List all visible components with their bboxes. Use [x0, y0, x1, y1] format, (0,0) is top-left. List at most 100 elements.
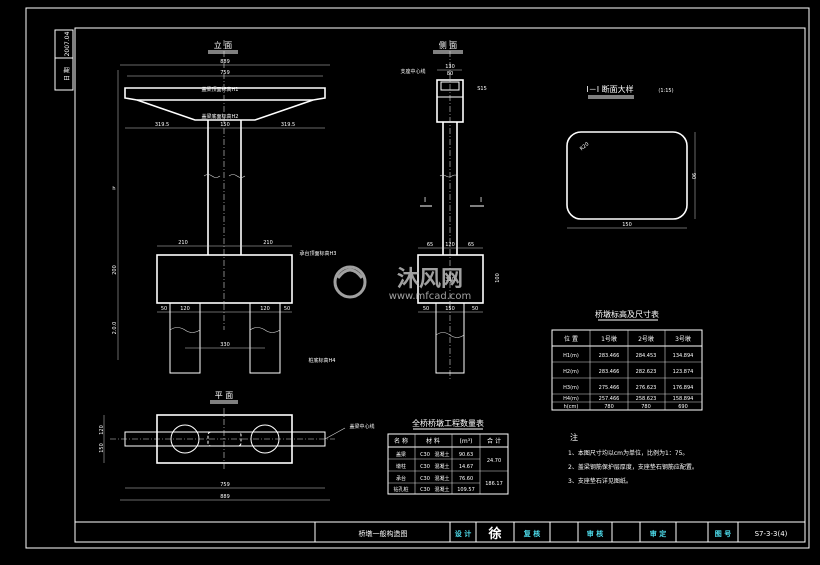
elev-dim-right-span: 319.5: [281, 122, 295, 128]
elev-table-cell: 780: [641, 404, 651, 410]
notes: 注 1、本图尺寸均以cm为单位，比例为1：75。 2、盖梁钢筋保护层厚度，支座垫…: [568, 432, 698, 485]
section-mark-left: I: [424, 196, 426, 204]
qty-table-frame: [387, 433, 509, 495]
elev-table-cell: 282.623: [636, 369, 657, 375]
cap-beam-taper: [136, 99, 314, 121]
watermark-brand: 沐风网: [397, 267, 463, 292]
side-dim-pile-r: 50: [472, 306, 478, 312]
qty-table-cell: 混凝土: [434, 463, 449, 470]
plan-dim-w1: 759: [220, 482, 230, 488]
elev-dim-cap-right: 210: [263, 240, 273, 246]
plan-dim-w2: 889: [220, 494, 230, 500]
watermark: 沐风网 www.mfcad.com: [333, 265, 472, 302]
side-pile: [435, 302, 465, 374]
section-radius: R20: [579, 141, 590, 152]
section-dim-width: 150: [622, 222, 632, 228]
qty-table-cell: 盖梁: [396, 451, 406, 458]
review-label: 复 核: [523, 529, 540, 538]
audit-label: 审 核: [587, 529, 603, 538]
elev-table-cell: H1(m): [563, 353, 579, 359]
qty-table-cell: C30: [420, 464, 430, 470]
elev-table-cell: H2(m): [563, 369, 579, 375]
qty-table-cell: 90.63: [459, 452, 473, 458]
qty-table-title: 全桥桥墩工程数量表: [412, 418, 484, 428]
elev-dim-pile-length: 2.0.0: [112, 322, 118, 335]
elevation-view: 立 面 889 759 盖梁顶面标高H1 盖梁底面标高H2 319.5 150 …: [112, 40, 337, 374]
side-dim-pile-m: 150: [445, 306, 455, 312]
notes-title: 注: [570, 432, 578, 442]
elev-dim-cap-left: 210: [178, 240, 188, 246]
elevation-title: 立 面: [214, 40, 233, 50]
note-h2: 盖梁底面标高H2: [202, 113, 239, 120]
qty-table-cell: 承台: [396, 475, 406, 482]
elev-table-cell: 258.623: [636, 396, 657, 402]
plan-dim-h2: 150: [99, 443, 105, 453]
elev-table-header: 1号墩: [601, 335, 617, 343]
elev-dim-pile-edge-l: 50: [161, 306, 167, 312]
elev-dim-h: h: [112, 186, 115, 192]
side-dim-base-right: 65: [468, 242, 474, 248]
elev-table-title: 桥墩标高及尺寸表: [595, 309, 659, 319]
side-support-label: 支座中心线: [400, 68, 425, 75]
plan-dim-h1: 120: [99, 425, 105, 435]
qty-table-cell: 混凝土: [434, 475, 449, 482]
elev-dim-pile-mid-r: 120: [260, 306, 270, 312]
drawing-name: 桥墩一般构造图: [359, 529, 408, 538]
section-mark-right: I: [480, 196, 482, 204]
qty-table-total: 186.17: [485, 481, 503, 487]
qty-table-cell: C30: [420, 452, 430, 458]
note-3: 3、支座垫石详见图纸。: [568, 477, 632, 485]
elev-dim-pile-height: 200: [112, 265, 118, 275]
elev-dim-pile-mid-l: 120: [180, 306, 190, 312]
note-1: 1、本图尺寸均以cm为单位，比例为1：75。: [568, 449, 688, 457]
side-dim-pile-l: 50: [423, 306, 429, 312]
note-h4: 桩底标高H4: [309, 357, 336, 364]
elev-dim-col: 150: [220, 122, 230, 128]
qty-table-cell: C30: [420, 487, 430, 493]
elev-table-cell: 283.466: [599, 369, 620, 375]
elev-table-cell: 284.453: [636, 353, 657, 359]
elev-dim-pile-space: 330: [220, 342, 230, 348]
section-title: I－I 断面大样: [586, 84, 633, 94]
plan-centerline-label: 盖梁中心线: [349, 423, 374, 430]
side-dim-pile-h: 330: [445, 277, 455, 283]
elev-table-cell: H4(m): [563, 396, 579, 402]
outer-border: [25, 7, 810, 549]
side-view: 侧 面 130 80 支座中心线 S15 I I 65 120 65 100 5…: [400, 40, 501, 380]
plan-title: 平 面: [215, 391, 234, 400]
qty-table-cell: 76.60: [459, 476, 473, 482]
sheet-label: 图 号: [715, 529, 731, 538]
qty-table-cell: 钻孔桩: [393, 486, 408, 493]
sheet-number: S7-3-3(4): [755, 530, 788, 538]
qty-table-header: (m³): [460, 438, 473, 445]
watermark-url: www.mfcad.com: [389, 291, 472, 302]
qty-table-total: 24.70: [487, 458, 501, 464]
elev-table-frame: [551, 329, 703, 411]
note-h1: 盖梁顶面标高H1: [202, 86, 239, 93]
elev-table-cell: 690: [678, 404, 688, 410]
section-outline: [566, 131, 688, 220]
note-2: 2、盖梁钢筋保护层厚度，支座垫石钢筋应配置。: [568, 463, 698, 471]
side-dim-base-mid: 120: [445, 242, 455, 248]
elev-table-cell: 283.466: [599, 353, 620, 359]
approve-label: 审 定: [650, 529, 666, 538]
elev-table-cell: h(cm): [564, 404, 579, 410]
elev-dim-left-span: 319.5: [155, 122, 169, 128]
watermark-logo-icon: [333, 265, 367, 299]
title-block: 桥墩一般构造图 设 计 徐 复 核 审 核 审 定 图 号 S7-3-3(4): [74, 521, 806, 543]
qty-table-cell: 14.67: [459, 464, 473, 470]
elev-table-header: 3号墩: [675, 335, 691, 343]
qty-table-header: 合 计: [487, 437, 501, 445]
date-value: 2007.04: [64, 31, 71, 56]
side-dim-base-left: 65: [427, 242, 433, 248]
elev-table-cell: H3(m): [563, 385, 579, 391]
side-title: 侧 面: [439, 40, 458, 50]
elev-table-header: 位 置: [564, 335, 578, 343]
qty-table-cell: 109.57: [457, 487, 475, 493]
note-h3: 承台顶面标高H3: [300, 250, 337, 257]
elev-table-cell: 158.894: [673, 396, 694, 402]
